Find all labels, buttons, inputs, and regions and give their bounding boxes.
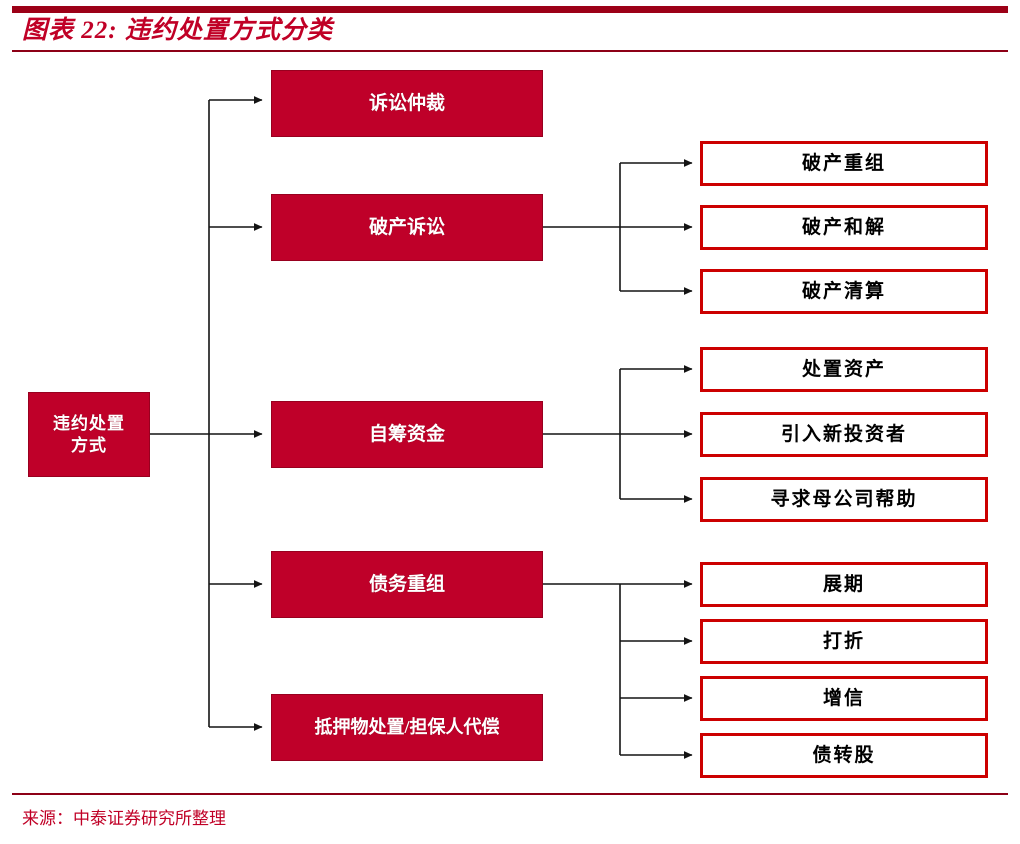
- node-label: 抵押物处置/担保人代偿: [314, 717, 500, 738]
- node-credit-enhancement[interactable]: 增信: [700, 676, 988, 721]
- node-maturity-extension[interactable]: 展期: [700, 562, 988, 607]
- node-bankruptcy-litigation[interactable]: 破产诉讼: [271, 194, 543, 261]
- node-label: 寻求母公司帮助: [770, 488, 918, 510]
- connector-lines: [150, 96, 693, 759]
- node-label: 自筹资金: [368, 423, 445, 445]
- node-dispose-assets[interactable]: 处置资产: [700, 347, 988, 392]
- node-label: 打折: [822, 630, 865, 652]
- node-introduce-new-investor[interactable]: 引入新投资者: [700, 412, 988, 457]
- header-accent-bar: [12, 6, 1008, 13]
- node-seek-parent-company-help[interactable]: 寻求母公司帮助: [700, 477, 988, 522]
- node-self-funding[interactable]: 自筹资金: [271, 401, 543, 468]
- page-title: 图表 22: 违约处置方式分类: [22, 17, 333, 44]
- node-label: 破产和解: [801, 216, 886, 238]
- header-divider: [12, 50, 1008, 52]
- node-label: 处置资产: [801, 358, 886, 380]
- node-bankruptcy-settlement[interactable]: 破产和解: [700, 205, 988, 250]
- node-label: 增信: [822, 687, 865, 709]
- node-bankruptcy-liquidation[interactable]: 破产清算: [700, 269, 988, 314]
- node-root[interactable]: 违约处置 方式: [28, 392, 150, 477]
- node-label: 债转股: [812, 744, 876, 766]
- node-litigation-arbitration[interactable]: 诉讼仲裁: [271, 70, 543, 137]
- node-label: 破产清算: [801, 280, 886, 302]
- node-label: 诉讼仲裁: [368, 92, 445, 114]
- node-collateral-disposal[interactable]: 抵押物处置/担保人代偿: [271, 694, 543, 761]
- node-root-label-line1: 违约处置: [53, 414, 125, 434]
- node-label: 破产诉讼: [368, 216, 445, 238]
- node-debt-to-equity-swap[interactable]: 债转股: [700, 733, 988, 778]
- diagram-canvas: 违约处置 方式 诉讼仲裁 破产诉讼 自筹资金 债务重组 抵押物处置/担保人代偿 …: [0, 55, 1020, 790]
- node-bankruptcy-reorganization[interactable]: 破产重组: [700, 141, 988, 186]
- node-debt-restructuring[interactable]: 债务重组: [271, 551, 543, 618]
- footer-divider: [12, 793, 1008, 795]
- node-label: 破产重组: [801, 152, 886, 174]
- source-note: 来源：中泰证券研究所整理: [22, 809, 226, 828]
- node-label: 债务重组: [368, 573, 445, 595]
- node-label: 展期: [822, 573, 865, 595]
- node-label: 引入新投资者: [780, 423, 907, 445]
- node-discount[interactable]: 打折: [700, 619, 988, 664]
- node-root-label-line2: 方式: [71, 435, 107, 455]
